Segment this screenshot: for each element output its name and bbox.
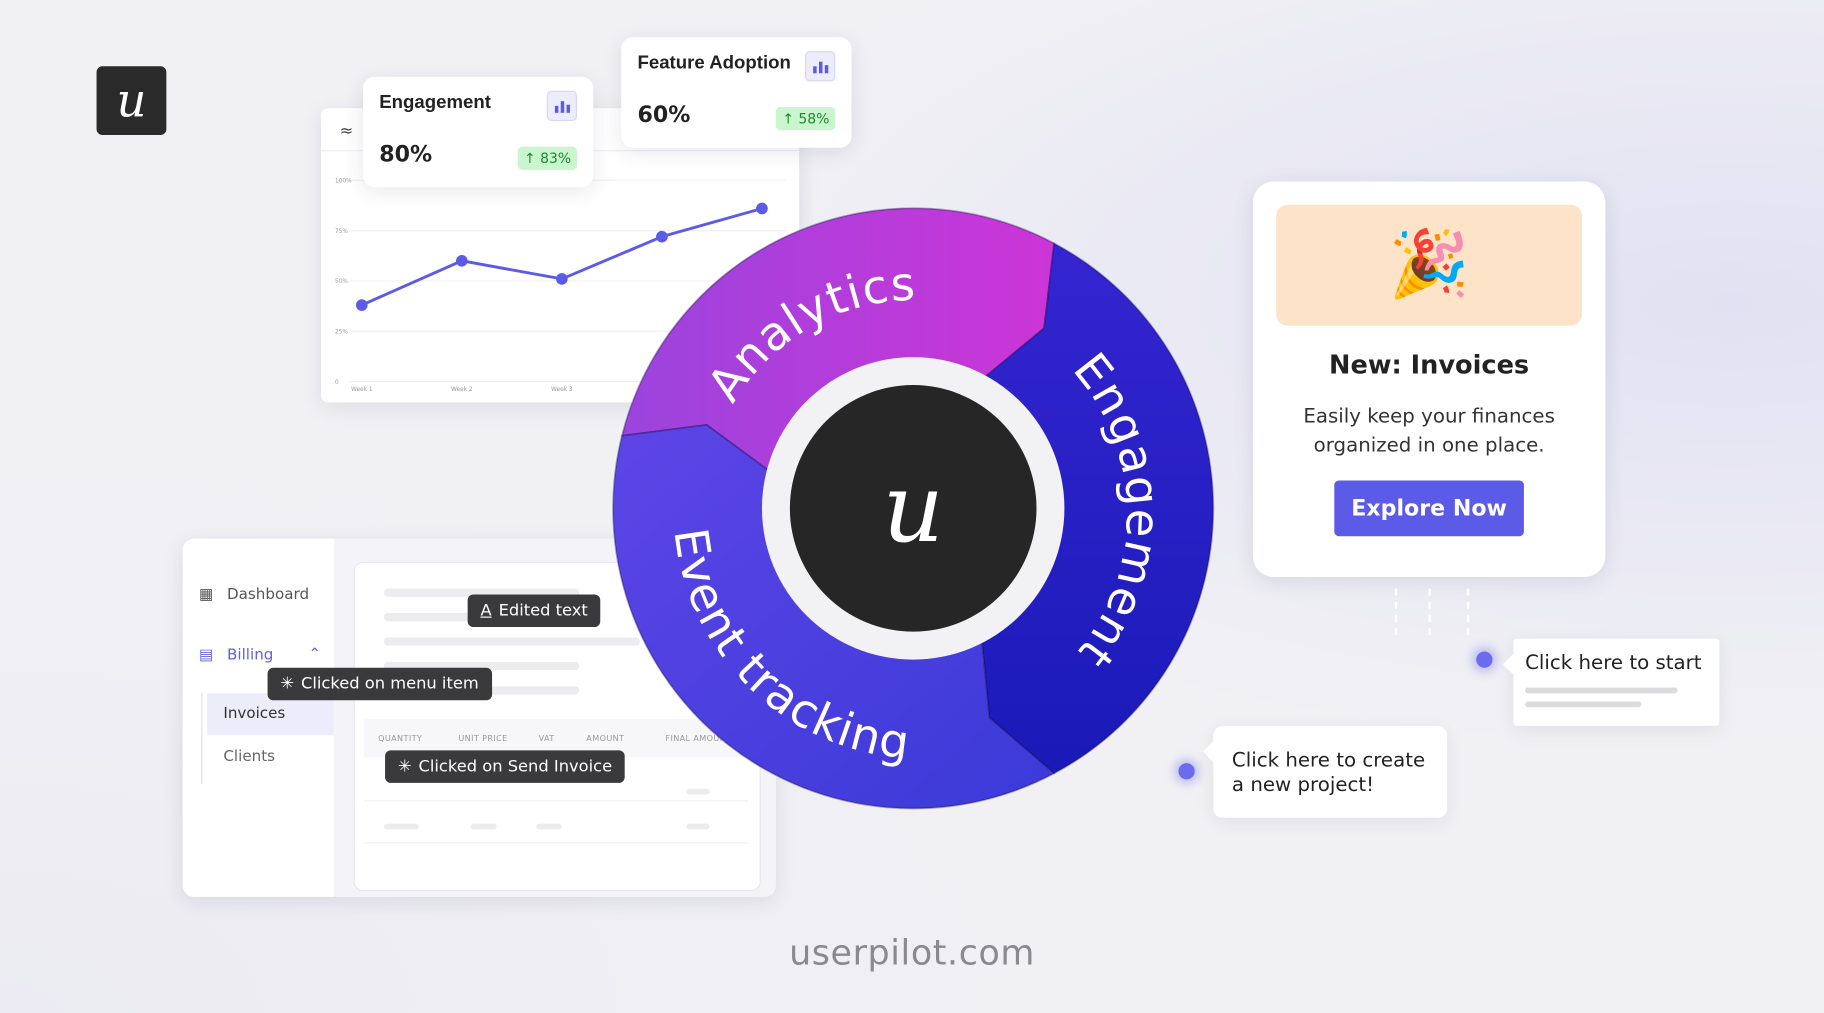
event-tooltip-send-invoice: ✳ Clicked on Send Invoice xyxy=(385,750,625,783)
column-header: UNIT PRICE xyxy=(458,734,508,744)
data-point xyxy=(355,299,368,311)
table-row xyxy=(471,823,497,830)
kpi-change-badge: ↑ 83% xyxy=(518,146,577,170)
engagement-kpi-card: Engagement 80% ↑ 83% xyxy=(362,76,594,188)
table-row xyxy=(686,823,710,830)
placeholder-line xyxy=(383,588,580,597)
row-divider xyxy=(364,842,749,844)
data-point xyxy=(456,254,468,267)
bar-chart-icon xyxy=(805,51,836,82)
column-header: FINAL AMOUNT xyxy=(665,734,732,744)
hotspot-beacon[interactable] xyxy=(1476,651,1493,668)
product-wheel: u Analytics Engagement Event tracking xyxy=(612,207,1215,810)
announcement-title: New: Invoices xyxy=(1329,351,1530,381)
data-point xyxy=(756,202,768,215)
event-label: Clicked on menu item xyxy=(300,674,479,694)
document-icon: ▤ xyxy=(198,646,214,665)
click-icon: ✳ xyxy=(280,674,295,694)
userpilot-logo[interactable]: u xyxy=(96,66,167,135)
bar-chart-icon xyxy=(546,90,577,121)
kpi-value: 80% xyxy=(379,141,433,168)
y-tick-label: 100% xyxy=(335,179,352,185)
data-point xyxy=(556,273,568,285)
announcement-body: Easily keep your finances organized in o… xyxy=(1303,404,1555,458)
placeholder-line xyxy=(383,637,640,646)
decorative-lines xyxy=(1394,588,1470,636)
kpi-title: Feature Adoption xyxy=(637,53,791,74)
sidebar-item-label: Billing xyxy=(227,646,274,665)
event-label: Edited text xyxy=(498,601,588,621)
x-tick-label: Week 3 xyxy=(551,387,573,393)
logo-glyph: u xyxy=(116,73,147,128)
subnav-item-clients[interactable]: Clients xyxy=(223,748,276,766)
column-header: QUANTITY xyxy=(378,734,423,744)
feature-adoption-kpi-card: Feature Adoption 60% ↑ 58% xyxy=(621,37,852,148)
event-label: Clicked on Send Invoice xyxy=(418,757,613,776)
data-point xyxy=(656,230,668,243)
chevron-up-icon[interactable]: ⌃ xyxy=(308,645,322,664)
y-tick-label: 0 xyxy=(335,380,339,386)
y-tick-label: 50% xyxy=(335,279,348,285)
event-tooltip-edited-text: A Edited text xyxy=(467,594,601,628)
x-tick-label: Week 2 xyxy=(451,387,473,393)
announcement-modal: 🎉 New: Invoices Easily keep your finance… xyxy=(1252,181,1606,577)
x-tick-label: Week 1 xyxy=(351,387,373,393)
placeholder-line xyxy=(1525,701,1642,708)
footer-url[interactable]: userpilot.com xyxy=(789,932,1035,974)
hotspot-text: Click here to start xyxy=(1525,651,1702,675)
sidebar-item-label: Dashboard xyxy=(227,586,310,604)
kpi-change-badge: ↑ 58% xyxy=(776,107,836,131)
table-row xyxy=(383,823,419,830)
placeholder-line xyxy=(383,613,489,622)
placeholder-line xyxy=(1525,687,1678,694)
hotspot-tooltip-start: Click here to start xyxy=(1502,638,1720,726)
hotspot-tooltip-new-project: Click here to create a new project! xyxy=(1202,725,1448,818)
table-row xyxy=(686,788,710,795)
sidebar: ▦ Dashboard ▤ Billing ⌃ Invoices Clients xyxy=(182,538,334,897)
kpi-title: Engagement xyxy=(379,93,491,113)
decorative-lines xyxy=(1428,588,1431,636)
subnav-line xyxy=(201,693,203,785)
chart-icon: ≈ xyxy=(339,122,354,141)
row-divider xyxy=(364,800,749,802)
y-tick-label: 25% xyxy=(335,330,348,336)
click-icon: ✳ xyxy=(397,757,412,776)
party-popper-illustration: 🎉 xyxy=(1276,204,1583,326)
kpi-value: 60% xyxy=(637,102,691,128)
placeholder-line xyxy=(383,661,580,671)
hotspot-text: Click here to create a new project! xyxy=(1231,749,1426,797)
event-tooltip-menu-item: ✳Clicked on menu item xyxy=(267,667,492,701)
sidebar-item-dashboard[interactable]: ▦ Dashboard xyxy=(199,586,309,603)
table-row xyxy=(536,823,562,830)
grid-icon: ▦ xyxy=(198,586,214,604)
column-header: VAT xyxy=(538,734,555,744)
column-header: AMOUNT xyxy=(586,734,625,744)
y-tick-label: 75% xyxy=(335,229,348,235)
wheel-center-logo: u xyxy=(882,453,943,564)
text-icon: A xyxy=(480,601,492,621)
sidebar-item-billing[interactable]: ▤ Billing ⌃ xyxy=(198,645,322,665)
hotspot-beacon[interactable] xyxy=(1178,763,1195,780)
wheel-center xyxy=(789,385,1037,632)
line-chart: 0 25% 50% 75% 100% Week 1 Week 2 Week 3 xyxy=(335,179,787,393)
subnav-item-invoices[interactable]: Invoices xyxy=(207,693,334,736)
explore-now-button[interactable]: Explore Now xyxy=(1334,480,1524,537)
